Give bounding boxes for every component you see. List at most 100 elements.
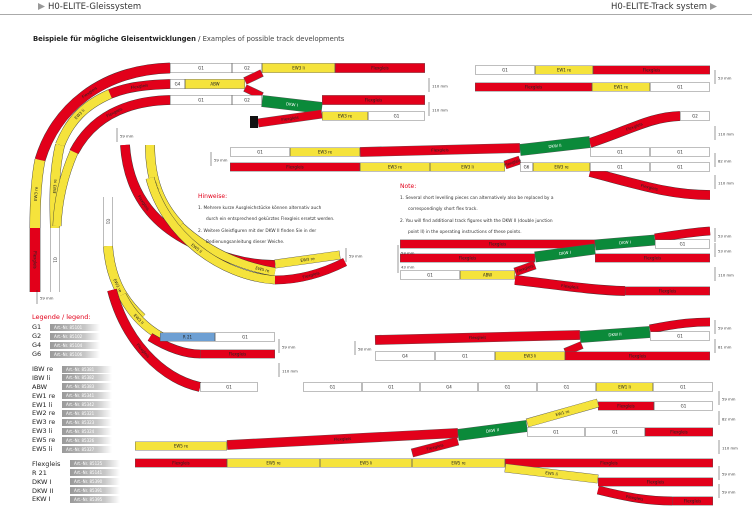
- track-label: Flexgleis: [426, 442, 444, 451]
- note-title: Note:: [400, 183, 417, 190]
- track-label: EW3 li: [524, 353, 537, 358]
- dimension-label: 59 mm: [282, 345, 296, 350]
- flex-track: Flexgleis: [588, 111, 681, 148]
- legend-code: EW5 li: [32, 445, 53, 454]
- track-body: [118, 293, 165, 341]
- header-left-title: H0-ELITE-Gleissystem: [48, 2, 142, 12]
- track-label: G1: [680, 241, 686, 246]
- double-slip-track: DKW I: [261, 95, 323, 114]
- legend-article-number: Art.-Nr. 85382: [62, 374, 112, 382]
- straight-track: G1: [50, 228, 60, 292]
- flex-track: Flexgleis: [593, 65, 710, 75]
- track-body: [375, 330, 580, 345]
- track-label: Flexgleis: [172, 460, 189, 465]
- dimension-label: 43 mm: [401, 265, 415, 270]
- flex-track: [654, 226, 711, 243]
- brand-logo-icon: [38, 3, 45, 10]
- legend-article-number: Art.-Nr. 85326: [62, 436, 112, 444]
- legend-code: EW3 li: [32, 427, 53, 436]
- flex-track: Flexgleis: [588, 167, 711, 200]
- page-title: Beispiele für mögliche Gleisentwicklunge…: [33, 35, 344, 43]
- track-body: [564, 341, 583, 356]
- turnout-track: [52, 150, 79, 227]
- track-body: [147, 333, 201, 358]
- straight-track: G4: [375, 351, 435, 361]
- track-label: EW1 re: [557, 67, 572, 72]
- double-slip-track: DKW II: [457, 420, 528, 441]
- track-label: ABW: [210, 81, 219, 86]
- track-body: [649, 318, 711, 333]
- turnout-track: EW3 re: [533, 162, 590, 172]
- flex-track: Flexgleis: [400, 239, 595, 249]
- straight-track: G1: [653, 382, 713, 392]
- track-body: [107, 288, 202, 392]
- dimension-label: 58 mm: [358, 347, 372, 352]
- track-label: Flexgleis: [302, 270, 320, 279]
- header-right-title: H0-ELITE-Track system: [610, 2, 707, 12]
- track-label: Flexgleis: [643, 67, 660, 72]
- straight-track: G1: [368, 111, 425, 121]
- dimension-label: 59 mm: [722, 397, 736, 402]
- flex-track: Flexgleis: [69, 95, 171, 155]
- track-body: [534, 244, 596, 262]
- track-body: [261, 95, 323, 114]
- straight-track: G1: [200, 382, 258, 392]
- dimension-label: 110 mm: [718, 132, 734, 137]
- track-label: Flexgleis: [659, 288, 676, 293]
- track-body: [514, 275, 626, 296]
- track-label: EW3 re: [300, 256, 315, 263]
- track-body: [597, 486, 673, 505]
- straight-track: G1: [650, 331, 710, 341]
- straight-track: G2: [232, 95, 262, 105]
- track-label: G6: [524, 164, 530, 169]
- straight-track: G1: [435, 351, 495, 361]
- track-label: EW5 li: [190, 242, 203, 254]
- straight-track: G1: [590, 147, 650, 157]
- track-label: Flexgleis: [644, 255, 661, 260]
- turnout-track: EW5 re: [412, 458, 505, 468]
- track-label: Flexgleis: [525, 84, 542, 89]
- flex-track: Flexgleis: [200, 349, 275, 359]
- track-label: EW5 re: [174, 443, 189, 448]
- track-label: G1: [330, 384, 336, 389]
- flex-track: [243, 69, 264, 85]
- flex-track: [243, 84, 264, 100]
- legend-code: G1: [32, 323, 42, 332]
- turnout-track: EW5 li: [145, 176, 276, 285]
- flex-track: Flexgleis: [135, 458, 227, 468]
- track-label: Flexgleis: [670, 429, 687, 434]
- flex-track: Flexgleis: [645, 427, 713, 437]
- track-label: EW1 li: [618, 384, 631, 389]
- double-slip-track: DKW II: [519, 136, 591, 156]
- track-body: [457, 420, 528, 441]
- track-body: [360, 143, 520, 157]
- track-label: EW3 re: [388, 164, 403, 169]
- track-label: G1: [564, 384, 570, 389]
- track-body: [504, 156, 521, 169]
- track-label: DKW I: [286, 101, 298, 107]
- legend-code: EKW I: [32, 495, 51, 504]
- flex-track: Flexgleis: [226, 428, 459, 450]
- track-label: EW5 re: [451, 460, 466, 465]
- track-label: G1: [427, 272, 433, 277]
- straight-track: G1: [585, 427, 645, 437]
- flex-track: Flexgleis: [257, 109, 323, 128]
- straight-track: G1: [400, 270, 460, 280]
- legend-article-number: Art.-Nr. 85390: [70, 478, 120, 486]
- track-label: ABW: [483, 272, 492, 277]
- legend-article-number: Art.-Nr. 85104: [50, 341, 100, 349]
- dimension-label: 53 mm: [718, 76, 732, 81]
- note-box: Note: 1. Several short levelling pieces …: [400, 181, 553, 239]
- track-label: G2: [244, 65, 250, 70]
- track-body: [504, 464, 599, 483]
- track-label: Flexgleis: [503, 157, 521, 167]
- track-body: [654, 227, 711, 242]
- flex-track: Flexgleis: [107, 288, 202, 392]
- track-body: [55, 89, 112, 147]
- flex-track: Flexgleis: [108, 79, 171, 99]
- turnout-track: EW5 li: [320, 458, 412, 468]
- flex-track: Flexgleis: [475, 82, 592, 92]
- flex-track: Flexgleis: [374, 330, 581, 345]
- track-label: Flexgleis: [431, 147, 449, 152]
